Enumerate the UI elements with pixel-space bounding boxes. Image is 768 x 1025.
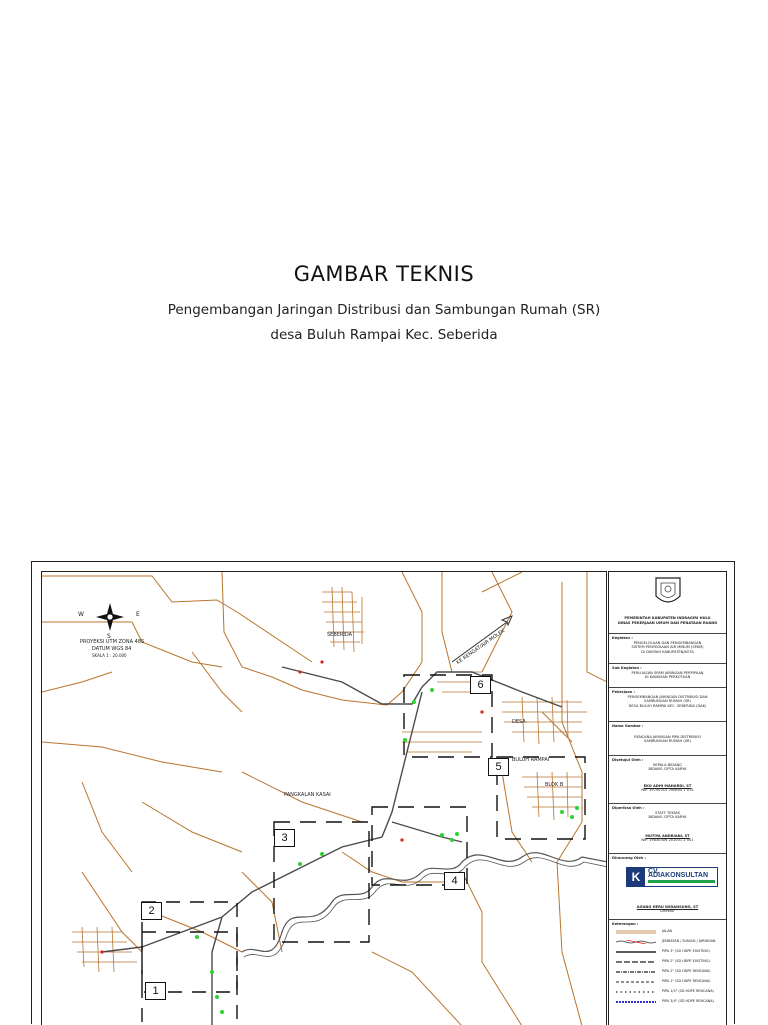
legend-item: PIPA 3/4" (SD HDPE RENCANA) (612, 997, 723, 1007)
subkegiatan-line-2: DI KAWASAN PERKOTAAN (644, 675, 691, 680)
projection-line-1: PROYEKSI UTM ZONA 48S (80, 639, 145, 645)
map-scale: SKALA 1 : 20.000 (92, 653, 127, 658)
pipe-three-quarter-plan-symbol-icon (616, 1000, 656, 1003)
zone-3-tag: 3 (274, 829, 295, 847)
projection-line-2: DATUM WGS 84 (92, 646, 132, 652)
subkegiatan-heading: Sub Kegiatan : (612, 666, 642, 670)
compass-west: W (78, 611, 84, 618)
pekerjaan-line-2: SAMBUNGAN RUMAH (SR) (644, 699, 691, 704)
zone-frames (141, 674, 586, 1025)
technical-drawing-sheet: W E S PROYEKSI UTM ZONA 48S DATUM WGS 84… (31, 561, 735, 1025)
kegiatan-block: Kegiatan : PENGELOLAAN DAN PENGEMBANGAN … (609, 634, 726, 664)
diperiksa-line-2: BIDANG CIPTA KARYA (648, 815, 687, 820)
diperiksa-block: Diperiksa Oleh : STAFF TEKNIS BIDANG CIP… (609, 804, 726, 854)
river-symbol-icon (616, 939, 656, 944)
zone-5-tag: 5 (488, 758, 509, 776)
legend-item: PIPA 2" (SD HDPE EXISTING) (612, 957, 723, 967)
legend-item: PIPA 1" (SD HDPE RENCANA) (612, 977, 723, 987)
cover-page: GAMBAR TEKNIS Pengembangan Jaringan Dist… (167, 262, 601, 343)
director-title: Direktur (660, 909, 675, 914)
disetujui-name: EKO ADHI MAHARDI, ST (643, 783, 692, 788)
diperiksa-name: MUTIYA ANDRIANI, ST (645, 833, 690, 838)
title-block: PEMERINTAH KABUPATEN INDRAGIRI HULU DINA… (608, 571, 727, 1025)
compass-north: S (107, 633, 111, 640)
zone-4-tag: 4 (444, 872, 465, 890)
pipe-3-symbol-icon (616, 950, 656, 953)
disetujui-block: Disetujui Oleh : KEPALA BIDANG BIDANG CI… (609, 756, 726, 804)
pipe-2-existing-symbol-icon (616, 960, 656, 963)
dirancang-block: Dirancang Oleh : K CV. ADIAKONSULTAN AGU… (609, 854, 726, 920)
gov-dept: DINAS PEKERJAAN UMUM DAN PENATAAN RUANG (617, 621, 718, 625)
pekerjaan-line-1: PENGEMBANGAN JARINGAN DISTRIBUSI DAN (627, 694, 708, 699)
road-network (42, 572, 606, 1025)
legend-item: PIPA 1/2" (SD HDPE RENCANA) (612, 987, 723, 997)
diperiksa-nip: NIP. 19830306 201001 2 001 (641, 838, 694, 843)
label-pangkalan-kasai: PANGKALAN KASAI (284, 792, 331, 798)
consultant-name: CV. ADIAKONSULTAN (648, 867, 709, 880)
label-buluh-rampai: BULUH RAMPAI (512, 757, 550, 763)
river-bank (243, 857, 606, 958)
pekerjaan-block: Pekerjaan : PENGEMBANGAN JARINGAN DISTRI… (609, 688, 726, 722)
network-map (42, 572, 606, 1025)
red-markers (100, 660, 484, 954)
zone-2-tag: 2 (141, 902, 162, 920)
document-location: desa Buluh Rampai Kec. Seberida (270, 327, 498, 343)
road-arrow (451, 615, 513, 663)
label-blok: BLOK B (545, 782, 564, 788)
subkegiatan-block: Sub Kegiatan : PERLUASAN SPAM JARINGAN P… (609, 664, 726, 688)
legend-item: PIPA 3" (SD HDPE EXISTING) (612, 947, 723, 957)
river (241, 852, 606, 953)
director-name: AGUNG HERU WIDANSUNG, ST (636, 904, 699, 909)
map-frame: W E S PROYEKSI UTM ZONA 48S DATUM WGS 84… (41, 571, 607, 1025)
nama-gambar-heading: Nama Gambar : (612, 724, 644, 728)
consultant-logo: K CV. ADIAKONSULTAN (612, 861, 723, 895)
green-markers (195, 688, 579, 1014)
distribution-pipe (101, 666, 563, 1025)
label-seberida: SEBERIDA (327, 632, 353, 638)
pipe-1-plan-symbol-icon (616, 981, 656, 983)
government-block: PEMERINTAH KABUPATEN INDRAGIRI HULU DINA… (609, 572, 726, 634)
legend-item: JALAN (612, 927, 723, 937)
diperiksa-heading: Diperiksa Oleh : (612, 806, 645, 810)
zone-6-tag: 6 (470, 676, 491, 694)
legend-item: PIPA 2" (SD HDPE RENCANA) (612, 967, 723, 977)
kegiatan-line-3: DI DAERAH KABUPATEN/KOTA (641, 649, 694, 654)
gov-name: PEMERINTAH KABUPATEN INDRAGIRI HULU (624, 616, 711, 620)
keterangan-heading: Keterangan : (612, 922, 639, 926)
consultant-bar (648, 879, 715, 883)
compass-east: E (136, 611, 140, 618)
disetujui-nip: NIP. 19750315 200604 1 015 (641, 788, 694, 793)
pekerjaan-line-3: DESA BULUH RAMPAI KEC. SEBERIDA (DAK) (628, 703, 707, 708)
nama-gambar-line-1: RENCANA JARINGAN PIPA DISTRIBUSI (634, 734, 701, 739)
regency-emblem-icon (655, 577, 681, 603)
nama-gambar-line-2: SAMBUNGAN RUMAH (SR) (644, 739, 691, 744)
road-symbol-icon (616, 930, 656, 933)
consultant-k-icon: K (627, 867, 645, 886)
subkegiatan-line-1: PERLUASAN SPAM JARINGAN PERPIPAAN (631, 670, 704, 675)
disetujui-heading: Disetujui Oleh : (612, 758, 644, 762)
legend-item: JEMBATAN / SUNGAI / JARINGAN (612, 937, 723, 947)
keterangan-block: Keterangan : JALAN JEMBATAN / SUNGAI / J… (609, 920, 726, 1012)
disetujui-line-1: KEPALA BIDANG (653, 762, 682, 767)
zone-1-tag: 1 (145, 982, 166, 1000)
disetujui-line-2: BIDANG CIPTA KARYA (648, 767, 687, 772)
document-title: GAMBAR TEKNIS (293, 262, 475, 286)
nama-gambar-block: Nama Gambar : RENCANA JARINGAN PIPA DIST… (609, 722, 726, 756)
document-subtitle: Pengembangan Jaringan Distribusi dan Sam… (167, 302, 601, 318)
dirancang-heading: Dirancang Oleh : (612, 856, 646, 860)
kegiatan-heading: Kegiatan : (612, 636, 633, 640)
pekerjaan-heading: Pekerjaan : (612, 690, 635, 694)
label-desa: DESA (512, 719, 526, 725)
kegiatan-line-1: PENGELOLAAN DAN PENGEMBANGAN (633, 640, 702, 645)
pipe-2-plan-symbol-icon (616, 970, 656, 973)
diperiksa-line-1: STAFF TEKNIS (655, 810, 680, 815)
kegiatan-line-2: SISTEM PENYEDIAAN AIR MINUM (SPAM) (631, 645, 704, 650)
compass-icon (96, 603, 124, 631)
pipe-half-plan-symbol-icon (616, 990, 656, 993)
